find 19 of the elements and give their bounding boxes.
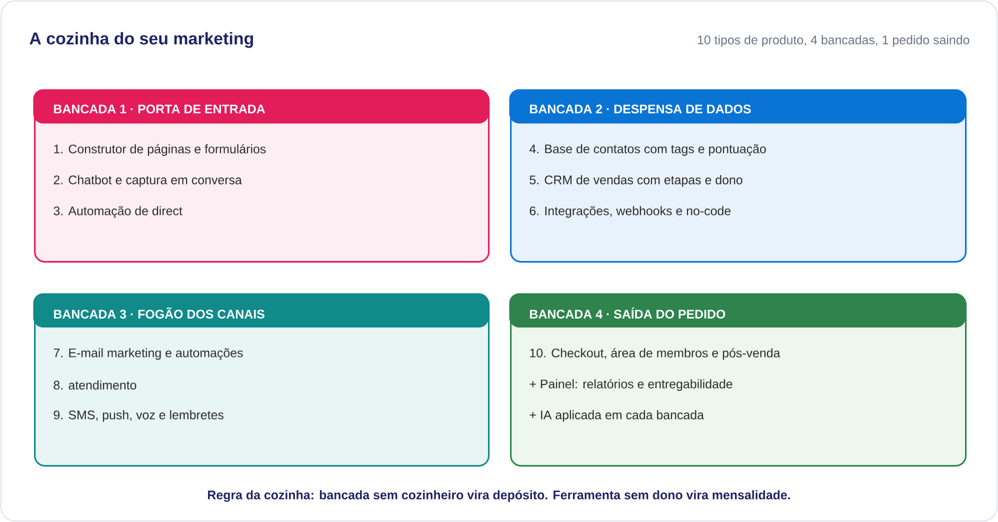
list-item: 9. SMS, push, voz e lembretes [54,410,224,422]
subtitle: 10 tipos de produto, 4 bancadas, 1 pedido saindo [698,35,970,47]
list-item: 2. Chatbot e captura em conversa [54,175,242,187]
list-item: 10. Checkout, área de membros e pós-venda [530,348,780,360]
list-item: 5. CRM de vendas com etapas e dono [530,175,742,187]
caption: Regra da cozinha: bancada sem cozinheiro vira depósito. Ferramenta sem dono vira mensalidade. [208,490,790,502]
list-item: + Painel: relatórios e entregabilidade [530,379,732,391]
card-header: BANCADA 1 · PORTA DE ENTRADA [33,89,489,124]
list-item: 8. atendimento [54,380,136,390]
title: A cozinha do seu marketing [30,32,253,48]
list-item: 1. Construtor de páginas e formulários [54,144,266,156]
card-header: BANCADA 4 · SAÍDA DO PEDIDO [509,293,966,328]
list-item: 7. E-mail marketing e automações [54,348,243,360]
list-item: + IA aplicada em cada bancada [530,410,704,422]
list-item: 6. Integrações, webhooks e no-code [530,206,731,218]
card-header: BANCADA 3 · FOGÃO DOS CANAIS [33,293,489,328]
card-header: BANCADA 2 · DESPENSA DE DADOS [509,89,966,124]
list-item: 3. Automação de direct [54,206,182,218]
list-item: 4. Base de contatos com tags e pontuação [529,144,766,156]
